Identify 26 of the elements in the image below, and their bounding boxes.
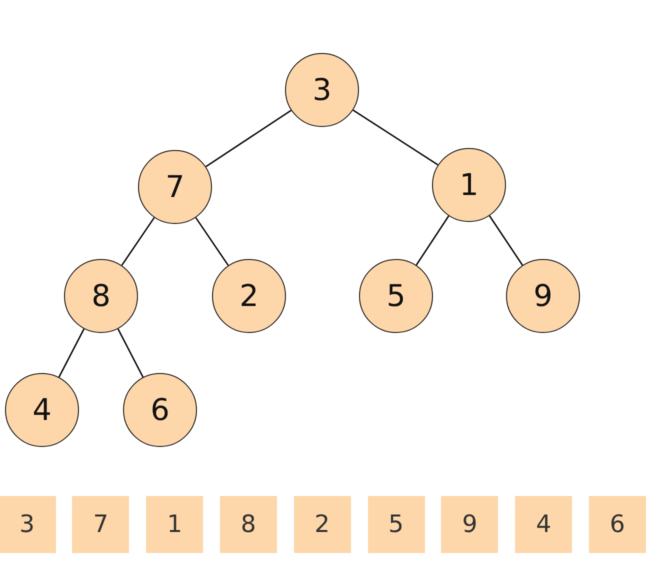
array-cell: 5: [368, 496, 424, 552]
array-cell: 3: [0, 496, 56, 552]
tree-edge: [488, 215, 524, 266]
tree-node: 9: [506, 259, 580, 333]
tree-edge: [352, 109, 438, 166]
tree-node: 5: [359, 259, 433, 333]
tree-edge: [416, 216, 450, 266]
tree-node: 3: [285, 53, 359, 127]
tree-edge: [195, 217, 229, 266]
array-cell: 4: [515, 496, 572, 552]
tree-node: 8: [64, 259, 138, 333]
array-cell: 6: [588, 496, 646, 552]
array-cell: 1: [146, 496, 204, 552]
tree-node: 1: [432, 148, 506, 222]
tree-node: 6: [123, 373, 197, 447]
array-cell: 7: [72, 496, 130, 552]
tree-node: 7: [138, 150, 212, 224]
tree-edge: [117, 328, 144, 378]
tree-edge: [121, 217, 155, 266]
tree-node: 4: [5, 373, 79, 447]
array-cell: 9: [441, 496, 498, 552]
array-cell: 2: [294, 496, 351, 552]
array-cell: 8: [220, 496, 277, 552]
tree-edge: [58, 328, 85, 378]
tree-edge: [205, 110, 292, 168]
tree-node: 2: [212, 259, 286, 333]
